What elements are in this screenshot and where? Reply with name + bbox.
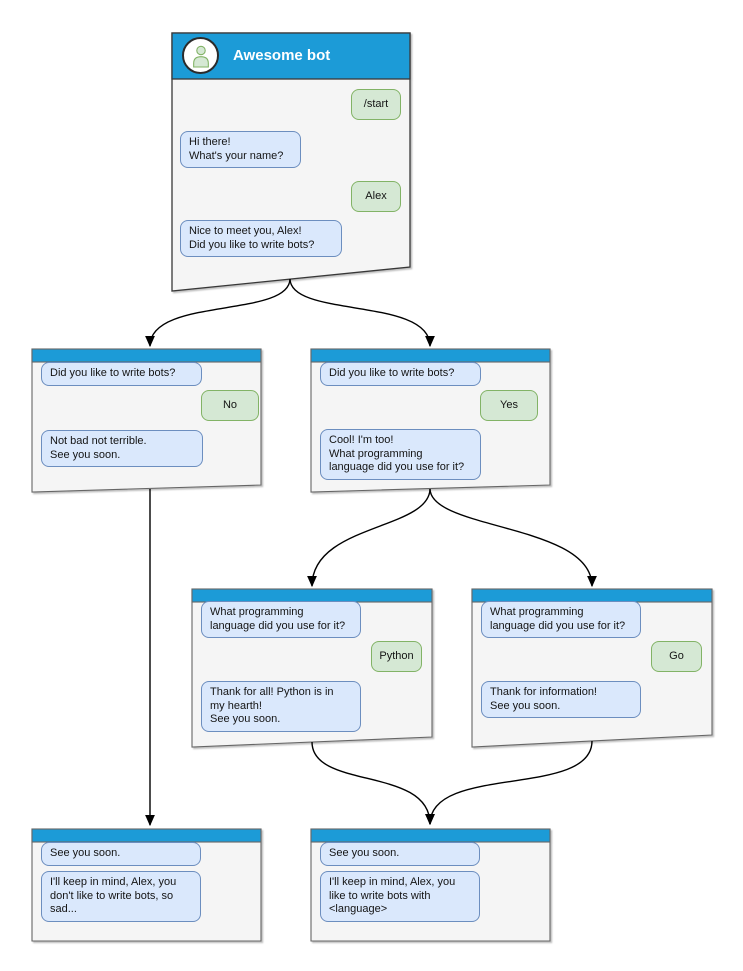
bot-message-bubble: What programming language did you use fo… bbox=[481, 601, 641, 638]
user-message-bubble: Python bbox=[371, 641, 422, 672]
bot-avatar bbox=[182, 37, 219, 74]
chat-window-end-no-titlebar bbox=[31, 828, 262, 843]
bot-message-bubble: See you soon. bbox=[41, 842, 201, 866]
user-message-bubble: /start bbox=[351, 89, 401, 120]
chat-window-branch-no-titlebar bbox=[31, 348, 262, 363]
bot-message-bubble: Not bad not terrible. See you soon. bbox=[41, 430, 203, 467]
bot-message-bubble: I'll keep in mind, Alex, you like to wri… bbox=[320, 871, 480, 922]
edge-branch-yes-to-go bbox=[429, 488, 597, 588]
bot-message-bubble: Did you like to write bots? bbox=[320, 362, 481, 386]
chat-window-title: Awesome bot bbox=[233, 47, 331, 64]
bot-message-bubble: Did you like to write bots? bbox=[41, 362, 202, 386]
user-message-bubble: Yes bbox=[480, 390, 538, 421]
chat-window-branch-yes-titlebar bbox=[310, 348, 551, 363]
bot-message-bubble: Hi there! What's your name? bbox=[180, 131, 301, 168]
person-icon bbox=[192, 45, 209, 68]
bot-message-bubble: Thank for all! Python is in my hearth! S… bbox=[201, 681, 361, 732]
edge-root-to-branch-yes bbox=[289, 278, 435, 348]
edge-root-to-branch-no bbox=[145, 278, 291, 348]
bot-message-bubble: Thank for information! See you soon. bbox=[481, 681, 641, 718]
bot-message-bubble: Nice to meet you, Alex! Did you like to … bbox=[180, 220, 342, 257]
edge-python-to-end-yes bbox=[311, 741, 435, 826]
user-message-bubble: No bbox=[201, 390, 259, 421]
bot-message-bubble: See you soon. bbox=[320, 842, 480, 866]
edge-go-to-end-yes bbox=[425, 740, 593, 826]
bot-message-bubble: Cool! I'm too! What programming language… bbox=[320, 429, 481, 480]
bot-message-bubble: I'll keep in mind, Alex, you don't like … bbox=[41, 871, 201, 922]
edge-branch-yes-to-python bbox=[307, 488, 431, 588]
chat-window-end-yes-titlebar bbox=[310, 828, 551, 843]
user-message-bubble: Go bbox=[651, 641, 702, 672]
bot-message-bubble: What programming language did you use fo… bbox=[201, 601, 361, 638]
user-message-bubble: Alex bbox=[351, 181, 401, 212]
